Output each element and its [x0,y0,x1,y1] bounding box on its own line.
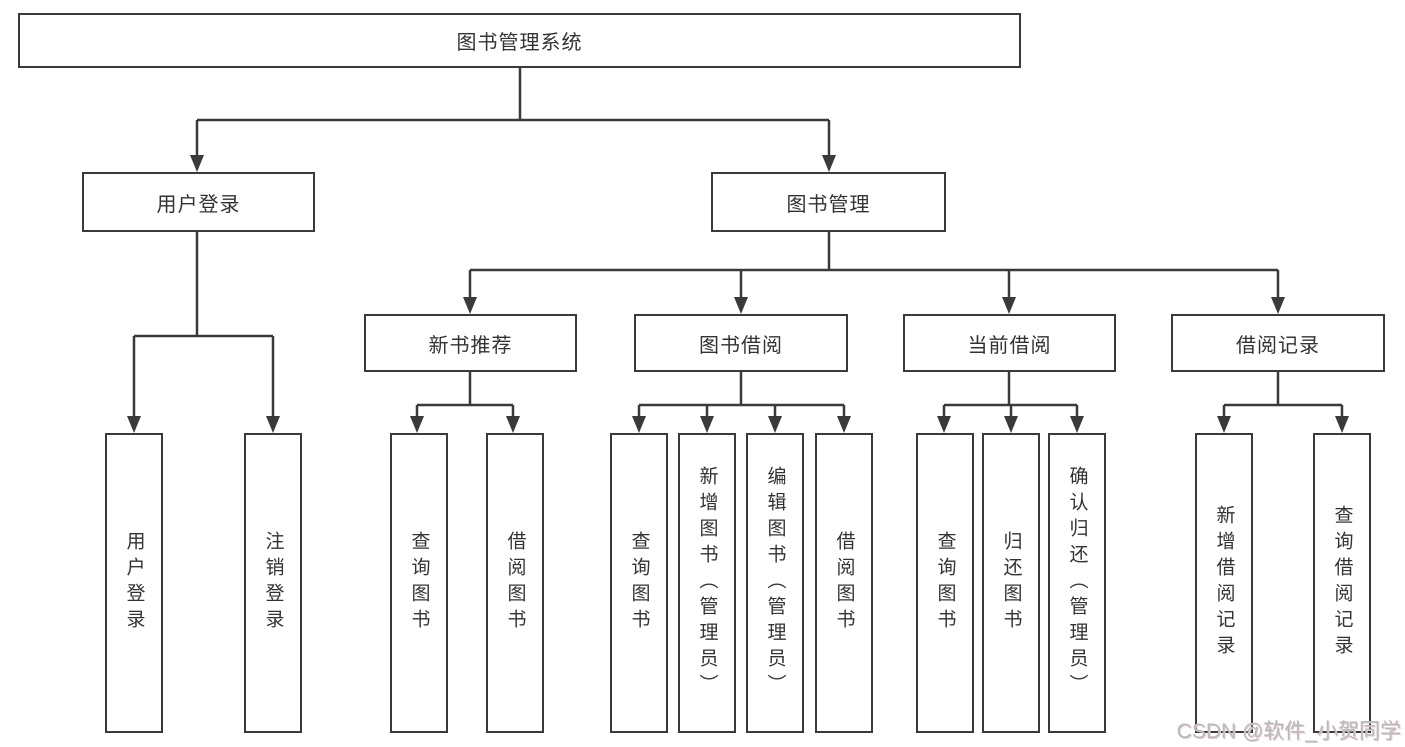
leaf-query-borrow-record: 查询借阅记录 [1313,433,1371,733]
arrowheads [127,155,1349,433]
leaf-add-book-admin: 新增图书（管理员） [678,433,736,733]
leaf-logout: 注销登录 [244,433,302,733]
node-book-borrow: 图书借阅 [634,314,848,372]
leaf-borrow-book: 借阅图书 [815,433,873,733]
leaf-user-login: 用户登录 [105,433,163,733]
leaf-query-book-recommend: 查询图书 [390,433,448,733]
leaf-borrow-book-recommend: 借阅图书 [486,433,544,733]
node-user-login: 用户登录 [82,172,315,232]
leaf-add-borrow-record: 新增借阅记录 [1195,433,1253,733]
leaf-confirm-return-admin: 确认归还（管理员） [1048,433,1106,733]
node-root: 图书管理系统 [18,13,1021,68]
leaf-edit-book-admin: 编辑图书（管理员） [746,433,804,733]
node-new-book-recommend: 新书推荐 [364,314,577,372]
node-current-borrow: 当前借阅 [903,314,1116,372]
leaf-query-book-borrow: 查询图书 [610,433,668,733]
leaf-query-book-current: 查询图书 [916,433,974,733]
leaf-return-book: 归还图书 [982,433,1040,733]
node-book-management: 图书管理 [711,172,946,232]
csdn-watermark: CSDN @软件_小贺同学 [1176,720,1401,743]
tree-edges [132,68,1344,421]
node-borrow-record: 借阅记录 [1171,314,1385,372]
